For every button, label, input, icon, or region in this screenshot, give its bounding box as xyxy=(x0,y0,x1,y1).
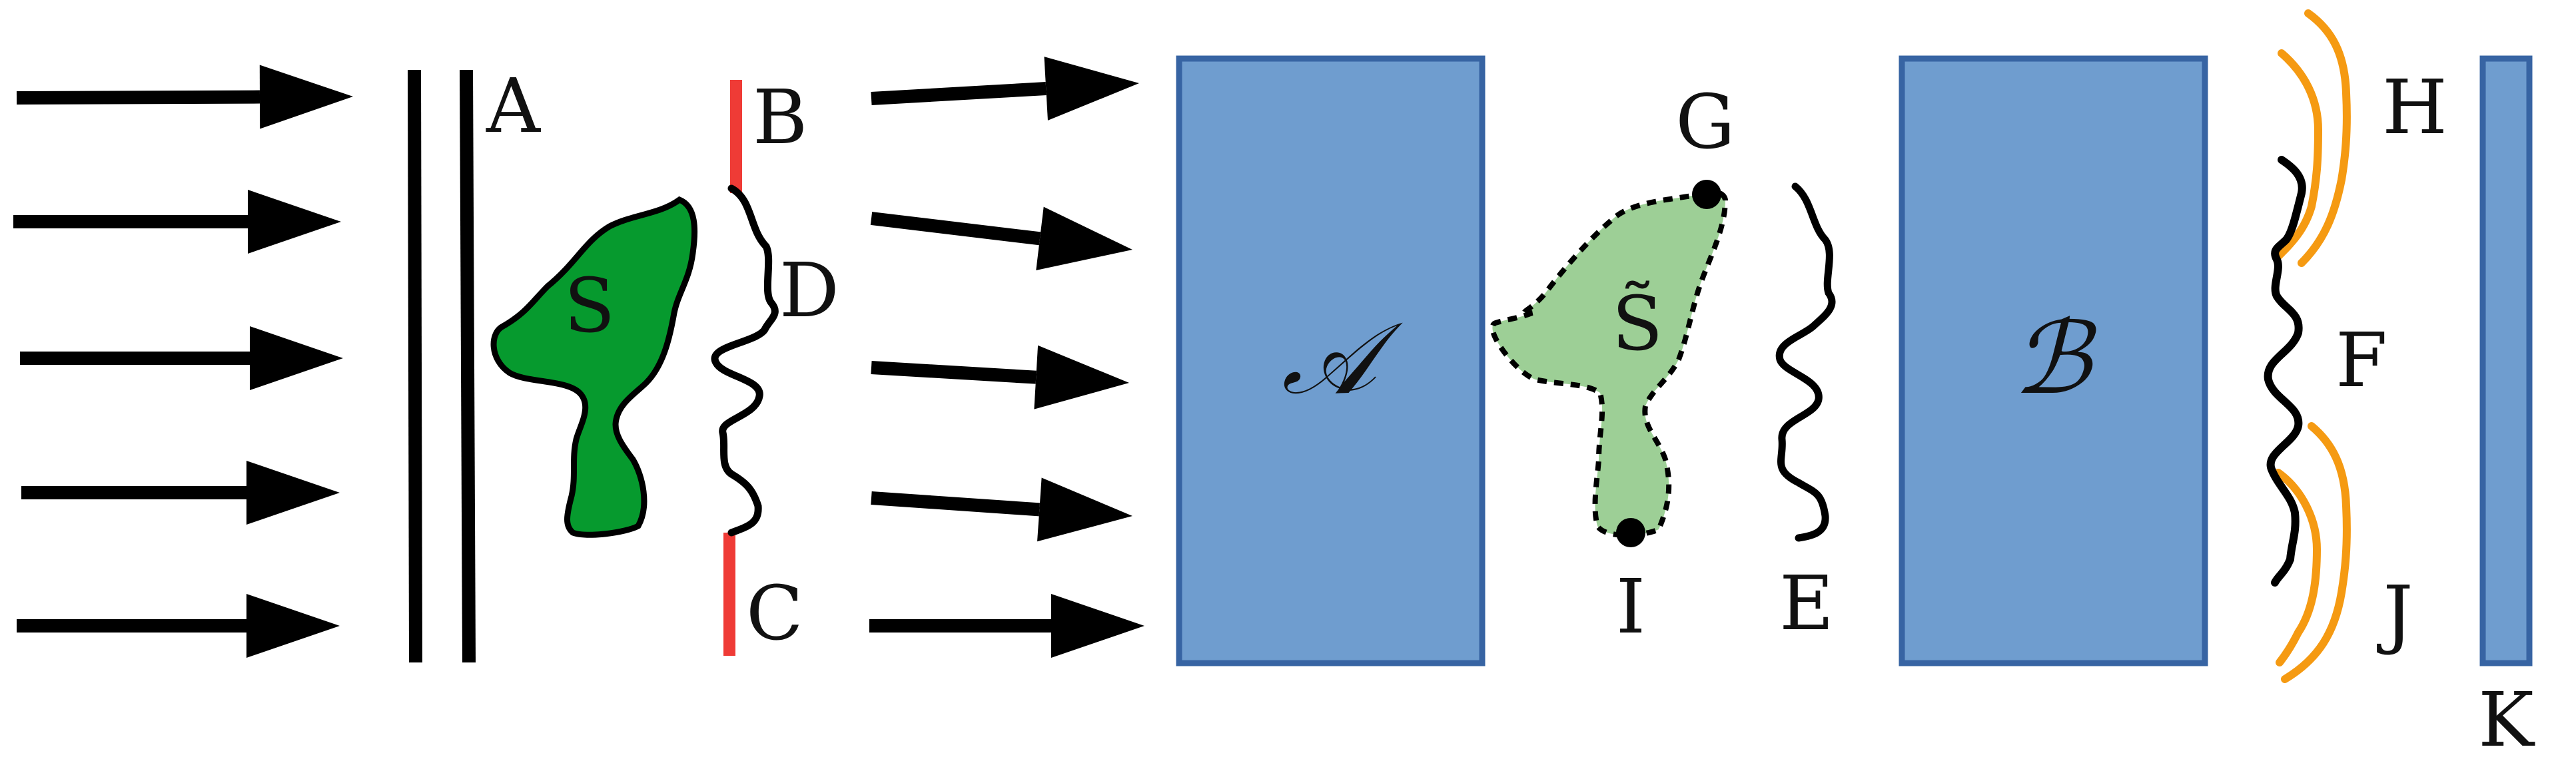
right-arrow-icon xyxy=(871,477,1132,542)
label-h: H xyxy=(2382,65,2447,151)
transmitted-arrows xyxy=(869,57,1144,658)
label-d: D xyxy=(779,248,839,334)
incident-arrows xyxy=(13,65,353,658)
right-arrow-icon xyxy=(20,326,343,390)
label-j: J xyxy=(2377,571,2413,657)
label-e: E xyxy=(1779,561,1834,647)
label-s-tilde: S̃ xyxy=(1612,281,1663,368)
block-b xyxy=(1899,55,2208,666)
right-arrow-icon xyxy=(13,190,341,254)
right-arrow-icon xyxy=(21,461,340,525)
plate-a xyxy=(408,69,476,663)
right-arrow-icon xyxy=(871,57,1139,121)
wavefront-e xyxy=(1775,182,1836,542)
label-b: B xyxy=(753,75,807,161)
right-arrow-icon xyxy=(17,594,340,658)
right-arrow-icon xyxy=(870,206,1132,270)
right-arrow-icon xyxy=(871,345,1129,409)
wavefront-d xyxy=(711,184,779,537)
label-a: A xyxy=(486,63,541,150)
label-k: K xyxy=(2478,677,2535,763)
plate-k xyxy=(2479,55,2533,666)
block-b-label: ℬ xyxy=(2012,301,2097,417)
point-g xyxy=(1692,180,1721,209)
block-a xyxy=(1176,55,1486,666)
right-arrow-icon xyxy=(16,65,353,129)
wavefront-f xyxy=(2264,156,2306,587)
scatterer-s xyxy=(490,196,698,538)
label-i: I xyxy=(1616,564,1645,650)
label-s: S xyxy=(564,263,616,350)
orange-wavelets xyxy=(2274,9,2351,683)
label-g: G xyxy=(1675,79,1735,166)
label-c: C xyxy=(746,571,803,657)
scatterer-image-s-tilde xyxy=(1490,189,1729,538)
label-f: F xyxy=(2336,318,2387,404)
point-i xyxy=(1616,518,1645,547)
right-arrow-icon xyxy=(869,594,1144,658)
